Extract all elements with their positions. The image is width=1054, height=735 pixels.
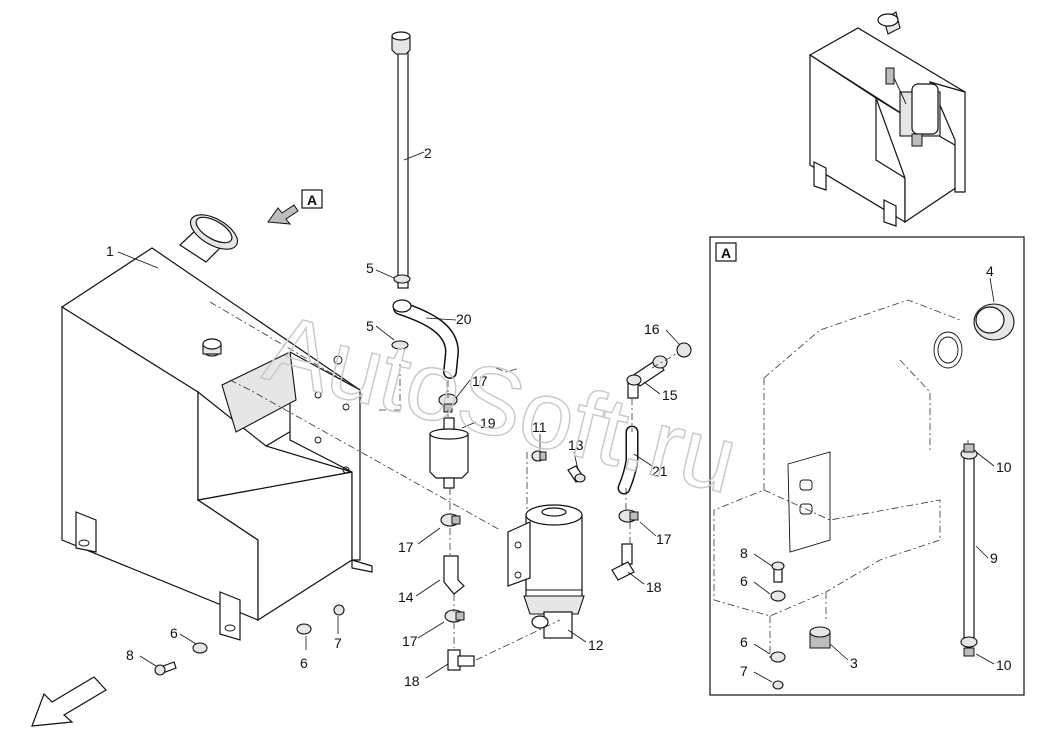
- callout-18-a: 18: [646, 579, 662, 595]
- callout-16: 16: [644, 321, 660, 337]
- callout-6-detail-b: 6: [740, 634, 748, 650]
- callout-12: 12: [588, 637, 604, 653]
- callout-17-d: 17: [402, 633, 418, 649]
- callout-8-detail: 8: [740, 545, 748, 561]
- elbow-fitting-18-a: [611, 543, 635, 581]
- callout-15: 15: [662, 387, 678, 403]
- elbow-fitting-18-b: [447, 649, 475, 671]
- callout-10-lower: 10: [996, 657, 1012, 673]
- hose-clamp-17-a: [438, 393, 458, 413]
- callout-17-b: 17: [398, 539, 414, 555]
- drain-plug-3: [809, 626, 831, 649]
- inline-filter-19: [429, 417, 469, 489]
- callout-14: 14: [398, 589, 414, 605]
- callout-18-b: 18: [404, 673, 420, 689]
- hose-14: [443, 555, 465, 595]
- callout-2: 2: [424, 145, 432, 161]
- callout-19: 19: [480, 415, 496, 431]
- level-gauge-9: [960, 448, 978, 648]
- assembly-lines: [209, 301, 677, 661]
- hydraulic-tank: [60, 214, 373, 641]
- hose-20: [392, 299, 460, 379]
- callout-13: 13: [568, 437, 584, 453]
- detail-box-title: A: [721, 245, 731, 261]
- callout-6-main-a: 6: [170, 625, 178, 641]
- washer-6-main-b: [296, 623, 312, 635]
- view-marker-label: A: [307, 192, 317, 208]
- callout-20: 20: [456, 311, 472, 327]
- nut-7-main: [333, 604, 345, 616]
- callout-7-detail: 7: [740, 663, 748, 679]
- bolt-8-main: [154, 661, 177, 676]
- callout-5-upper: 5: [366, 260, 374, 276]
- detail-view-a: A: [709, 236, 1025, 696]
- view-a-arrow: [267, 204, 299, 225]
- callout-3: 3: [850, 655, 858, 671]
- nut-7-detail: [772, 680, 784, 690]
- callout-1: 1: [106, 243, 114, 259]
- callout-5-lower: 5: [366, 318, 374, 334]
- callout-8-main: 8: [126, 647, 134, 663]
- callout-17-c: 17: [656, 531, 672, 547]
- callout-6-detail-a: 6: [740, 573, 748, 589]
- washer-5-upper: [393, 274, 411, 284]
- view-marker-box: A: [301, 189, 323, 209]
- callout-6-main-b: 6: [300, 655, 308, 671]
- washer-6-main-a: [192, 642, 208, 654]
- bolt-8-detail: [771, 561, 785, 583]
- callout-17-a: 17: [472, 373, 488, 389]
- assembly-thumbnail: [808, 11, 967, 227]
- callout-4: 4: [986, 263, 994, 279]
- washer-6-detail-b: [770, 651, 786, 663]
- callout-7-main: 7: [334, 635, 342, 651]
- dipstick: [391, 31, 411, 289]
- fitting-11: [531, 450, 547, 462]
- filler-cap-4: [973, 303, 1015, 341]
- hose-clamp-17-c: [618, 509, 639, 523]
- fitting-10-lower: [963, 647, 975, 657]
- bolt-13: [567, 465, 586, 483]
- washer-5-lower: [391, 340, 409, 350]
- hose-21: [617, 425, 639, 495]
- washer-6-detail-a: [770, 590, 786, 602]
- callout-labels: 1 2 5 5 20 17 19 16 15 11 13 21 17 17 18…: [106, 145, 1012, 689]
- callout-9: 9: [990, 550, 998, 566]
- fitting-10-upper: [963, 443, 975, 453]
- callout-11: 11: [532, 419, 547, 435]
- front-direction-arrow: [31, 676, 107, 727]
- leader-lines: [117, 151, 995, 683]
- washer-16: [676, 342, 692, 358]
- return-filter-12: [507, 504, 585, 639]
- hose-clamp-17-d: [444, 609, 465, 623]
- callout-10-upper: 10: [996, 459, 1012, 475]
- filler-neck: [179, 214, 238, 263]
- callout-21: 21: [652, 463, 668, 479]
- hose-clamp-17-b: [440, 513, 461, 527]
